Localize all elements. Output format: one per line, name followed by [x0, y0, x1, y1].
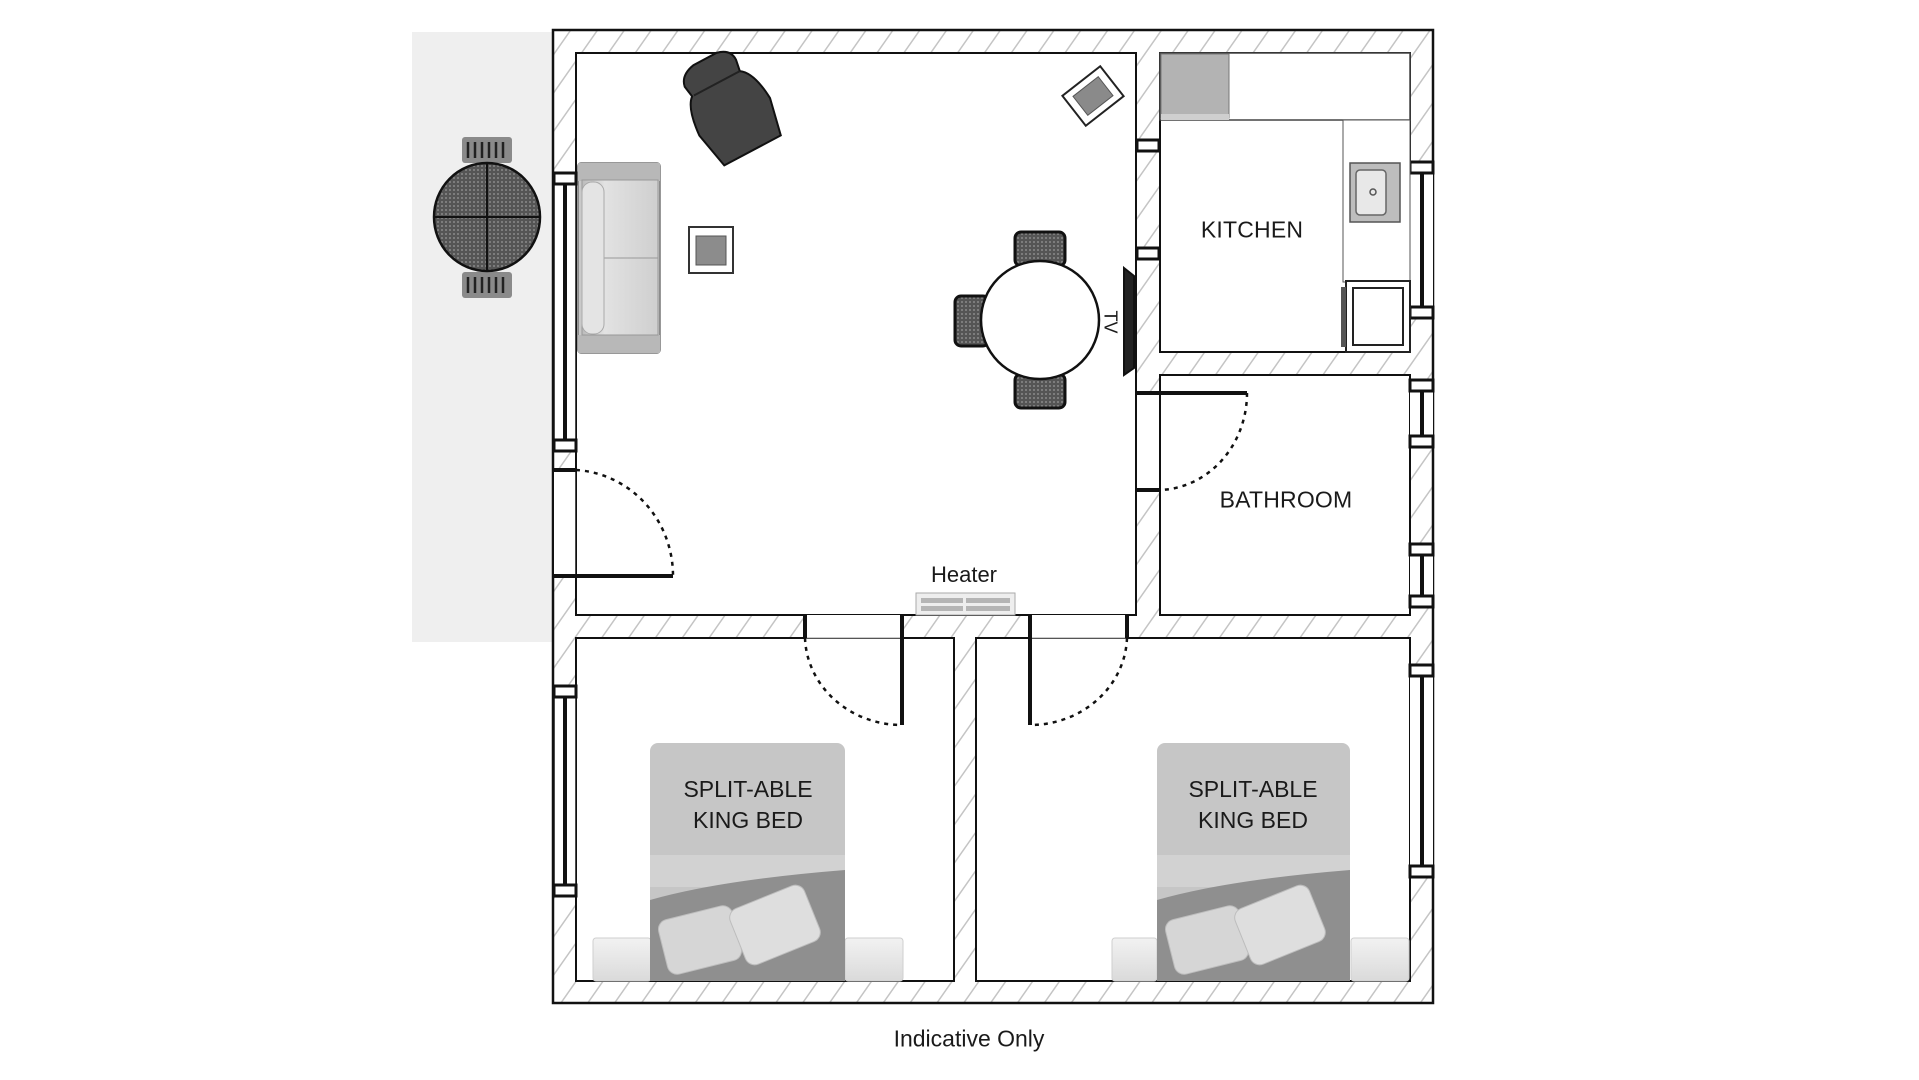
vent-kitchen-upper: [1135, 138, 1161, 153]
king-bed: [1157, 743, 1350, 981]
dining-set: [953, 230, 1101, 410]
coffee-table: [688, 226, 734, 274]
bathroom-label: BATHROOM: [1219, 486, 1353, 513]
bed-1-label: SPLIT-ABLE KING BED: [683, 774, 812, 836]
bedroom-2-door: [1028, 615, 1129, 727]
bed-1-label-line1: SPLIT-ABLE: [683, 776, 813, 802]
nightstand: [592, 937, 652, 982]
bedroom-2-furniture: [1111, 743, 1410, 982]
bedroom-1-door: [803, 615, 904, 727]
heater-label: Heater: [930, 562, 998, 587]
armchair: [682, 50, 782, 167]
window-bathroom-lower: [1408, 542, 1435, 609]
kitchen-fittings: [1159, 52, 1411, 353]
entry-door: [553, 468, 675, 578]
stove: [1341, 280, 1411, 353]
bedroom-1-furniture: [592, 743, 904, 982]
doors: [553, 391, 1249, 727]
bathroom-room: [1159, 374, 1411, 616]
window-bedroom-2: [1408, 663, 1435, 879]
patio-chair-top: [462, 137, 512, 163]
heater-icon: [915, 592, 1016, 616]
dining-table: [979, 259, 1101, 381]
patio-area: [412, 32, 553, 642]
footer-note: Indicative Only: [893, 1025, 1045, 1052]
patio-table-set: [432, 137, 542, 298]
bed-1-label-line2: KING BED: [693, 807, 803, 833]
nightstand: [1111, 937, 1158, 982]
side-table: [1060, 64, 1126, 128]
window-living-left: [552, 171, 578, 453]
kitchen-label: KITCHEN: [1200, 216, 1304, 243]
nightstand: [844, 937, 904, 982]
bed-2-label-line1: SPLIT-ABLE: [1188, 776, 1318, 802]
fridge: [1160, 53, 1230, 119]
tv-label: TV: [1100, 310, 1121, 334]
door-openings: [552, 54, 1159, 639]
bathroom-door: [1136, 391, 1249, 492]
vent-kitchen-lower: [1135, 246, 1161, 261]
patio-chair-bottom: [462, 272, 512, 298]
tv-unit: [1123, 265, 1135, 377]
sofa: [577, 162, 661, 354]
king-bed: [650, 743, 845, 981]
sink: [1349, 162, 1401, 223]
window-kitchen: [1408, 160, 1435, 320]
window-bedroom-1: [552, 684, 578, 898]
bed-2-label-line2: KING BED: [1198, 807, 1308, 833]
nightstand: [1350, 937, 1410, 982]
windows: [552, 53, 1435, 898]
bed-2-label: SPLIT-ABLE KING BED: [1188, 774, 1317, 836]
window-bathroom-upper: [1408, 378, 1435, 449]
